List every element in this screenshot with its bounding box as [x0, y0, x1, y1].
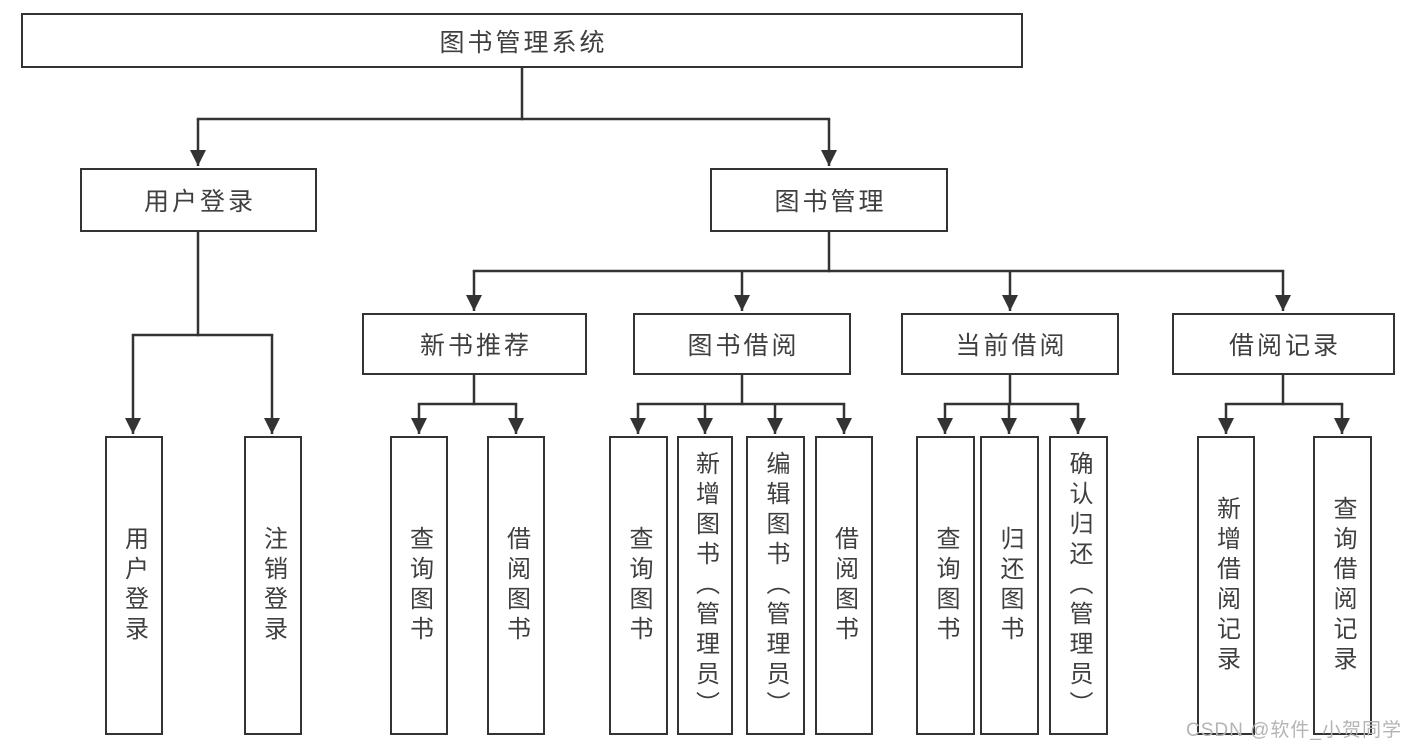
node-leaf-user-login: 用户登录 [105, 436, 163, 735]
node-library-system-title: 图书管理系统 [21, 13, 1023, 68]
csdn-watermark: CSDN @软件_小贺同学 [1186, 720, 1402, 741]
node-leaf-add-books-admin: 新增图书（管理员） [677, 436, 733, 735]
node-leaf-query-books-recommend: 查询图书 [390, 436, 448, 735]
node-new-book-recommendation: 新书推荐 [362, 313, 587, 375]
node-leaf-confirm-return-admin: 确认归还（管理员） [1049, 436, 1108, 735]
node-leaf-add-borrow-record: 新增借阅记录 [1197, 436, 1255, 735]
node-leaf-borrow-books: 借阅图书 [815, 436, 873, 735]
node-user-login: 用户登录 [80, 168, 317, 232]
edge-trunks [131, 66, 1344, 406]
node-borrow-records: 借阅记录 [1172, 313, 1395, 375]
edge-arrows [125, 119, 1350, 434]
node-leaf-borrow-books-recommend: 借阅图书 [487, 436, 545, 735]
node-current-borrowing: 当前借阅 [901, 313, 1119, 375]
node-leaf-query-borrow-record: 查询借阅记录 [1313, 436, 1372, 735]
node-leaf-logout: 注销登录 [244, 436, 302, 735]
node-leaf-query-books-borrowing: 查询图书 [609, 436, 668, 735]
node-leaf-query-books-current: 查询图书 [916, 436, 975, 735]
node-book-borrowing: 图书借阅 [633, 313, 851, 375]
node-book-management: 图书管理 [710, 168, 948, 232]
node-leaf-return-books: 归还图书 [980, 436, 1039, 735]
node-leaf-edit-books-admin: 编辑图书（管理员） [746, 436, 805, 735]
